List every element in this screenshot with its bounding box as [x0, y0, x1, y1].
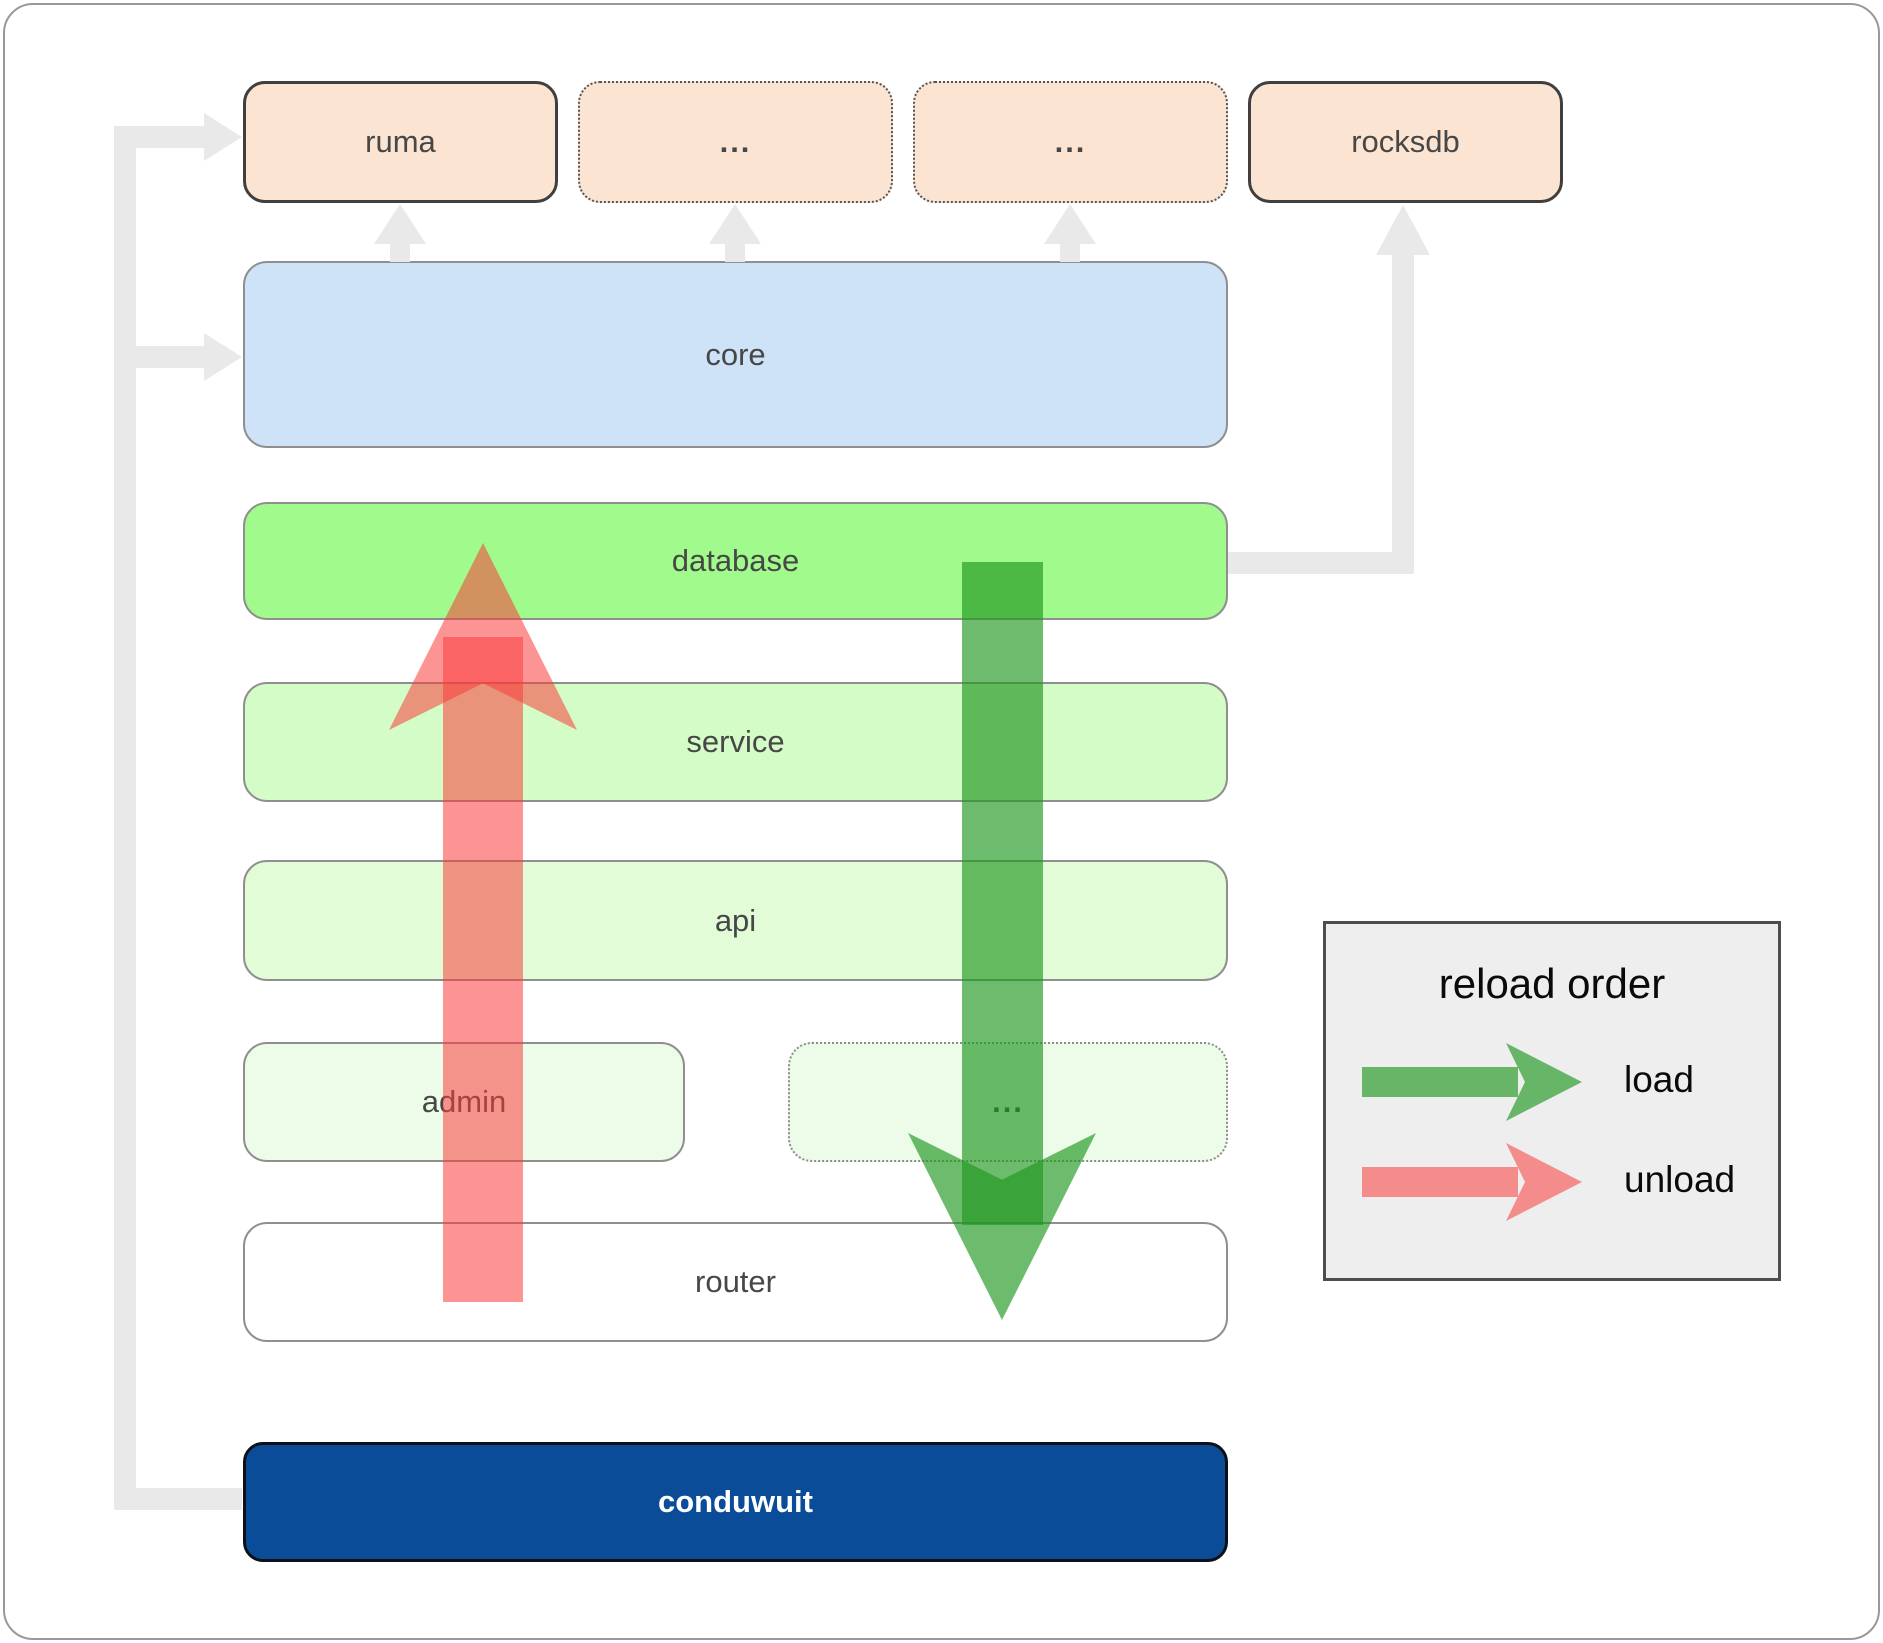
- connector-database-to-rocksdb-vertical: [1392, 253, 1414, 574]
- node-api: api: [243, 860, 1228, 981]
- node-ellipsis-2-label: ...: [1054, 124, 1087, 159]
- legend-title: reload order: [1438, 960, 1666, 1007]
- node-rocksdb: rocksdb: [1248, 81, 1563, 203]
- node-rocksdb-label: rocksdb: [1351, 124, 1460, 159]
- node-router: router: [243, 1222, 1228, 1342]
- node-database-label: database: [671, 543, 800, 578]
- connector-branch-to-core: [114, 346, 204, 368]
- connector-core-to-ruma: [390, 242, 410, 262]
- node-ellipsis-1-label: ...: [719, 124, 752, 159]
- diagram-frame: [3, 3, 1880, 1640]
- connector-core-to-dots2: [1060, 242, 1080, 262]
- node-api-label: api: [714, 902, 757, 938]
- node-conduwuit: conduwuit: [243, 1442, 1228, 1562]
- node-ellipsis-1: ...: [578, 81, 893, 203]
- legend-load-label: load: [1624, 1059, 1694, 1100]
- node-core-label: core: [705, 336, 766, 372]
- node-database: database: [243, 502, 1228, 620]
- legend-load-arrow-shaft: [1362, 1067, 1518, 1097]
- connector-core-to-dots1: [725, 242, 745, 262]
- node-ellipsis-2: ...: [913, 81, 1228, 203]
- node-ruma-label: ruma: [365, 124, 436, 159]
- unload-arrow-shaft: [443, 637, 523, 1302]
- legend-unload-label: unload: [1624, 1159, 1736, 1200]
- legend-box: [1323, 921, 1781, 1281]
- node-core: core: [243, 261, 1228, 448]
- node-conduwuit-label: conduwuit: [658, 1484, 813, 1519]
- load-arrow-shaft: [962, 562, 1043, 1225]
- legend-unload-arrow-shaft: [1362, 1167, 1518, 1197]
- connector-branch-to-ruma: [114, 126, 204, 148]
- node-ruma: ruma: [243, 81, 558, 203]
- connector-trunk-line: [114, 126, 136, 1510]
- node-service-label: service: [686, 724, 785, 759]
- node-service: service: [243, 682, 1228, 802]
- connector-branch-from-conduwuit: [114, 1488, 242, 1510]
- node-router-label: router: [695, 1264, 776, 1299]
- connector-database-to-rocksdb-horizontal: [1228, 552, 1414, 574]
